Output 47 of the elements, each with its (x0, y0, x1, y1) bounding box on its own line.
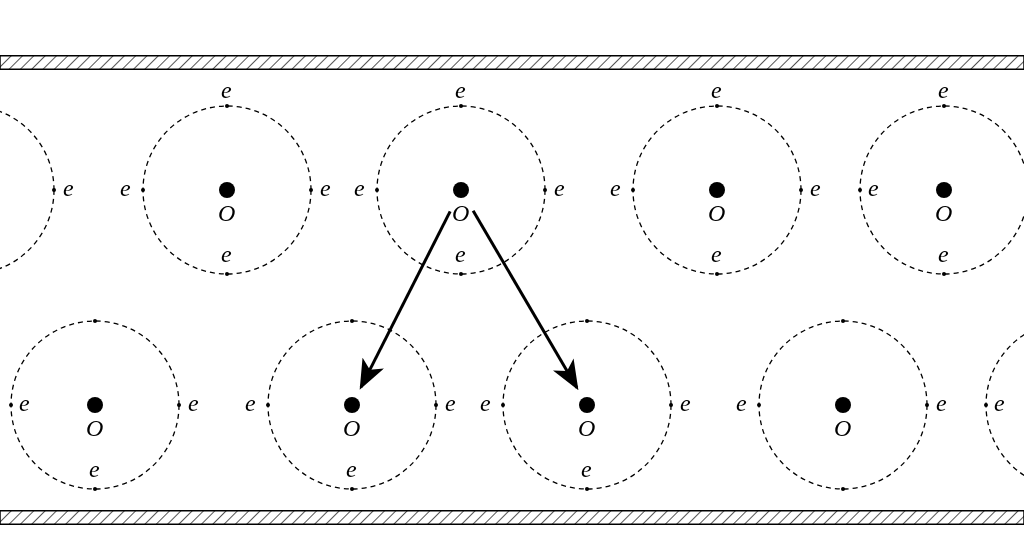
atom-circle (142, 105, 312, 275)
electron-label: e (938, 242, 949, 266)
nucleus-label: O (935, 201, 953, 225)
electron-label: e (245, 391, 256, 415)
arrow (471, 209, 579, 391)
electron-label: e (455, 78, 466, 102)
nucleus-label: O (708, 201, 726, 225)
electron-label: e (221, 78, 232, 102)
electron-label: e (581, 457, 592, 481)
electron-label: e (736, 391, 747, 415)
atom-circle (10, 320, 180, 490)
electron-label: e (455, 242, 466, 266)
electron-label: e (680, 391, 691, 415)
electron-label: e (445, 391, 456, 415)
atom-circle (376, 105, 546, 275)
nucleus-label: O (578, 416, 596, 440)
electron-label: e (936, 391, 947, 415)
electron-label: e (994, 391, 1005, 415)
atom-circle (502, 320, 672, 490)
nucleus-label: O (86, 416, 104, 440)
electron-label: e (89, 457, 100, 481)
electron-label: e (610, 176, 621, 200)
electron-label: e (188, 391, 199, 415)
nucleus-label: O (834, 416, 852, 440)
electron-label: e (120, 176, 131, 200)
electron-label: e (868, 176, 879, 200)
electron-label: e (346, 457, 357, 481)
electron-label: e (221, 242, 232, 266)
nucleus-label: O (452, 201, 470, 225)
electron-label: e (711, 242, 722, 266)
electron-label: e (938, 78, 949, 102)
atom-circle (267, 320, 437, 490)
hatched-plate (0, 55, 1024, 70)
electron-label: e (810, 176, 821, 200)
hatched-plate (0, 510, 1024, 525)
nucleus-label: O (218, 201, 236, 225)
electron-label: e (554, 176, 565, 200)
electron-label: e (354, 176, 365, 200)
atom-circle (758, 320, 928, 490)
nucleus-label: O (343, 416, 361, 440)
atom-circle (632, 105, 802, 275)
electron-label: e (480, 391, 491, 415)
arrow (359, 210, 452, 390)
electron-label: e (19, 391, 30, 415)
electron-label: e (320, 176, 331, 200)
electron-label: e (63, 176, 74, 200)
electron-label: e (711, 78, 722, 102)
